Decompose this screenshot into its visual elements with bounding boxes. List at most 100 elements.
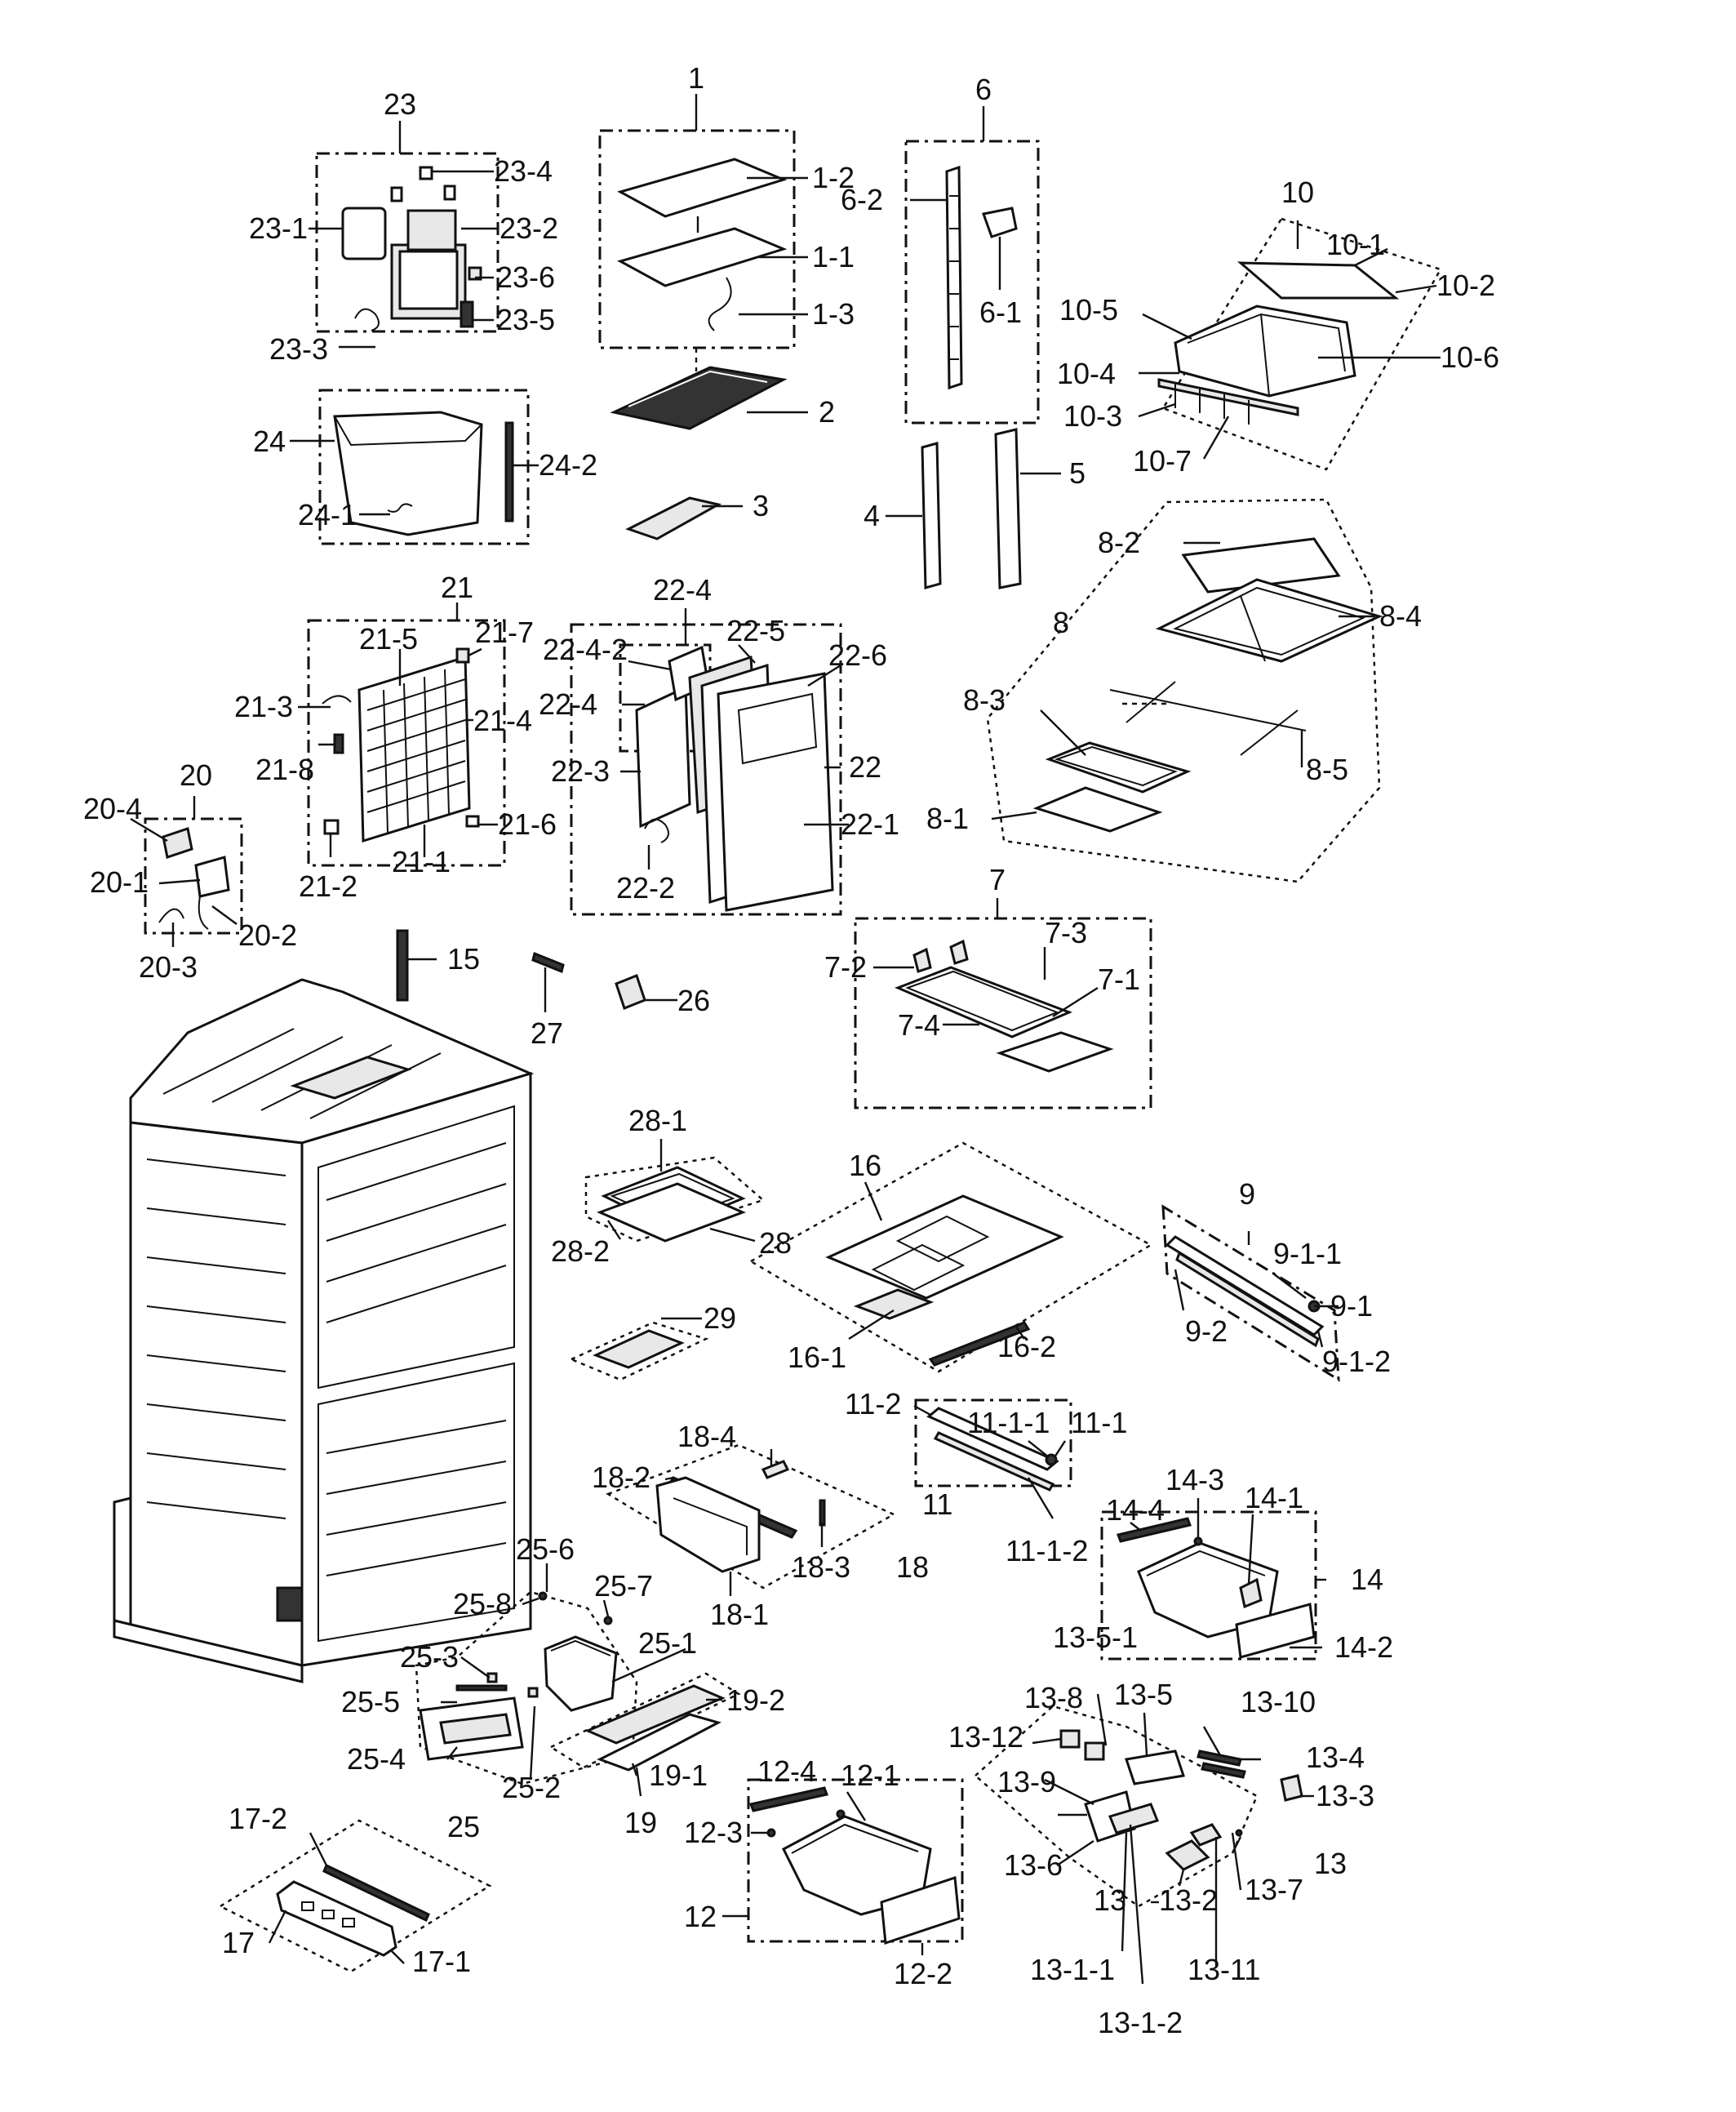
label-6-1: 6-1: [979, 296, 1022, 329]
label-24-2: 24-2: [539, 448, 597, 482]
group-12-drawer: [722, 1778, 964, 1955]
label-13-4: 13-4: [1306, 1741, 1365, 1774]
label-25: 25: [447, 1810, 480, 1843]
group-24-ice-bucket: [290, 389, 539, 545]
label-29: 29: [704, 1301, 736, 1335]
label-21-7: 21-7: [475, 616, 534, 649]
label-19-2: 19-2: [726, 1683, 785, 1717]
part-labels: 23 23-1 23-2 23-3 23-4 23-5 23-6 24 24-1…: [83, 61, 1499, 2039]
refrigerator-cabinet: [113, 978, 535, 1683]
label-9: 9: [1239, 1177, 1255, 1211]
label-19-1: 19-1: [649, 1759, 708, 1792]
group-28-shelf: [584, 1139, 766, 1243]
part-29-tray: [568, 1317, 709, 1381]
group-13-dispenser: [974, 1693, 1314, 1985]
label-11-2: 11-2: [845, 1387, 901, 1421]
group-6-hinge-rail: [904, 106, 1040, 425]
label-14-1: 14-1: [1245, 1481, 1303, 1514]
label-22-6: 22-6: [828, 638, 887, 672]
group-18-drawer-cover: [606, 1443, 896, 1596]
label-22-1: 22-1: [841, 807, 899, 841]
label-25-1: 25-1: [638, 1626, 697, 1660]
label-28-1: 28-1: [628, 1104, 687, 1137]
label-20-4: 20-4: [83, 792, 142, 825]
label-20-2: 20-2: [238, 918, 297, 952]
label-12: 12: [684, 1900, 717, 1933]
label-10: 10: [1281, 176, 1314, 209]
label-22-4-top: 22-4: [653, 573, 712, 607]
label-21-1: 21-1: [392, 845, 451, 878]
part-26-bracket: [615, 974, 677, 1010]
group-23-ice-maker: [309, 121, 499, 349]
label-19: 19: [624, 1806, 657, 1839]
label-16-2: 16-2: [997, 1330, 1056, 1363]
group-14-drawer: [1100, 1498, 1326, 1661]
label-13-3: 13-3: [1316, 1779, 1374, 1812]
label-21-3: 21-3: [234, 690, 293, 723]
label-21-8: 21-8: [255, 753, 314, 786]
label-23-6: 23-6: [496, 260, 555, 294]
label-8-3: 8-3: [963, 683, 1006, 717]
ice-maker-part: [341, 166, 482, 331]
label-28-2: 28-2: [551, 1234, 610, 1268]
label-6: 6: [975, 73, 992, 106]
label-7: 7: [989, 863, 1006, 896]
label-1-1: 1-1: [812, 240, 855, 273]
label-10-7: 10-7: [1133, 444, 1192, 478]
label-7-4: 7-4: [898, 1008, 940, 1042]
label-26: 26: [677, 984, 710, 1017]
label-8-1: 8-1: [926, 802, 969, 835]
part-4-rail: [886, 442, 942, 589]
label-27: 27: [531, 1016, 563, 1050]
label-13-10: 13-10: [1241, 1685, 1316, 1719]
part-5-rail: [994, 428, 1061, 589]
label-9-1-1: 9-1-1: [1273, 1237, 1342, 1270]
label-10-2: 10-2: [1436, 269, 1495, 302]
label-23-1: 23-1: [249, 211, 308, 245]
label-12-3: 12-3: [684, 1816, 743, 1849]
label-1-3: 1-3: [812, 297, 855, 331]
group-21-evaporator: [298, 602, 506, 867]
label-1: 1: [688, 61, 704, 95]
label-21-6: 21-6: [498, 807, 557, 841]
label-22-2: 22-2: [616, 871, 675, 905]
label-12-2: 12-2: [894, 1957, 952, 1990]
label-4: 4: [864, 499, 880, 532]
group-22-duct-cover: [570, 608, 849, 916]
part-15-strip: [396, 929, 437, 1002]
label-13-mid: 13: [1094, 1883, 1126, 1917]
label-13: 13: [1314, 1847, 1347, 1880]
group-16-cover: [748, 1141, 1153, 1373]
label-24: 24: [253, 425, 286, 458]
part-3-bracket: [625, 496, 743, 540]
label-17-2: 17-2: [229, 1802, 287, 1835]
label-13-1-1: 13-1-1: [1030, 1953, 1115, 1986]
group-11-rail: [913, 1398, 1072, 1519]
label-13-6: 13-6: [1004, 1848, 1063, 1882]
label-14: 14: [1351, 1563, 1383, 1596]
label-13-2: 13-2: [1159, 1883, 1218, 1917]
label-14-2: 14-2: [1334, 1630, 1393, 1664]
label-7-1: 7-1: [1098, 963, 1140, 996]
label-3: 3: [753, 489, 769, 522]
label-13-5-1: 13-5-1: [1053, 1621, 1138, 1654]
label-18-1: 18-1: [710, 1598, 769, 1631]
label-11-1-1: 11-1-1: [967, 1406, 1050, 1439]
label-25-7: 25-7: [594, 1569, 653, 1603]
label-9-1: 9-1: [1330, 1289, 1373, 1323]
label-22-3: 22-3: [551, 754, 610, 788]
label-11-1: 11-1: [1071, 1406, 1127, 1439]
label-10-5: 10-5: [1059, 293, 1118, 327]
label-22-4-side: 22-4: [539, 687, 597, 721]
group-19-cover: [548, 1672, 741, 1797]
label-16-1: 16-1: [788, 1341, 846, 1374]
label-13-8: 13-8: [1024, 1681, 1083, 1714]
group-10-shelf: [1138, 217, 1442, 471]
label-18-4: 18-4: [677, 1420, 736, 1453]
label-6-2: 6-2: [841, 183, 883, 216]
label-13-12: 13-12: [948, 1720, 1023, 1754]
label-9-2: 9-2: [1185, 1314, 1228, 1348]
label-14-4: 14-4: [1106, 1493, 1165, 1527]
label-20: 20: [180, 758, 212, 792]
label-11-1-2: 11-1-2: [1006, 1534, 1088, 1567]
